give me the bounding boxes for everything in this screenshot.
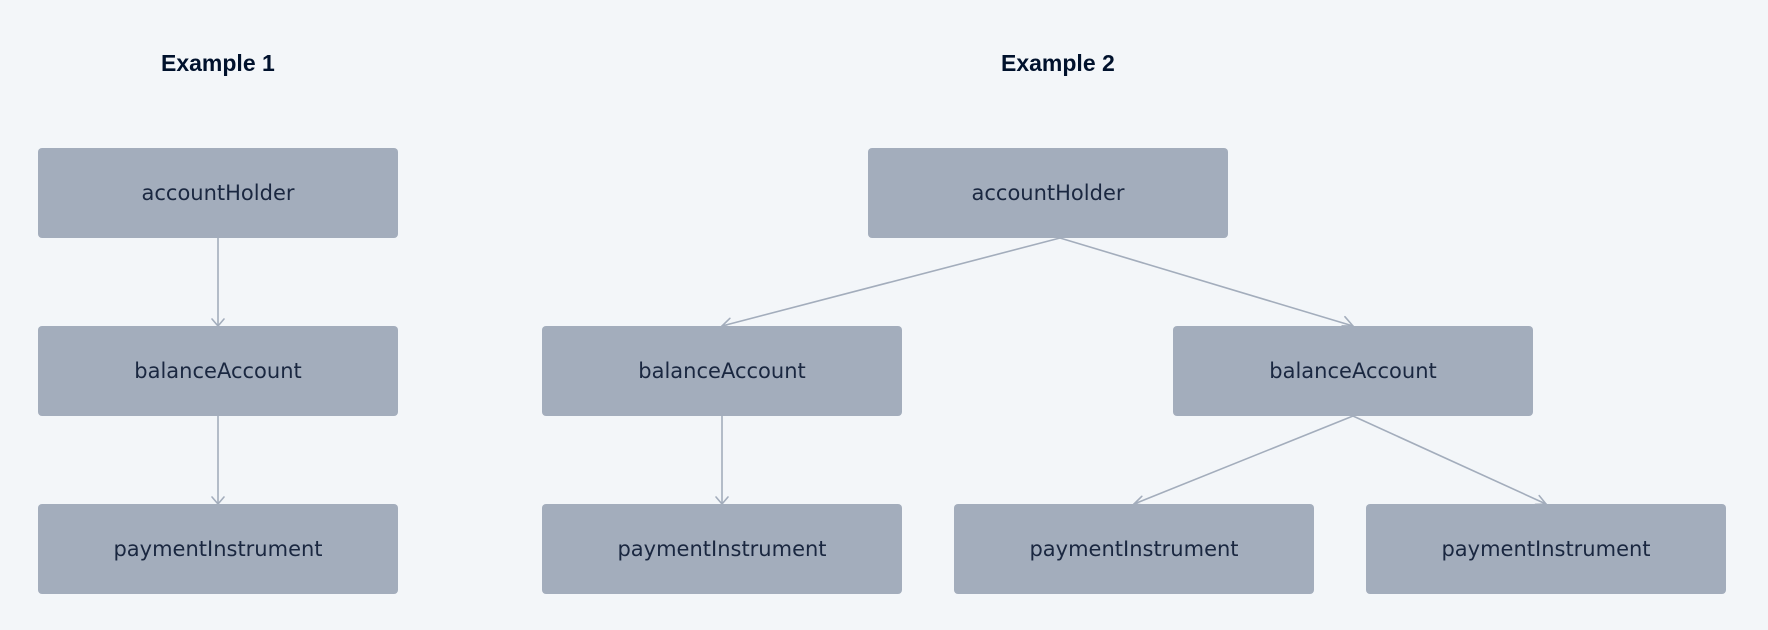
connector-e1-balance-to-payment: [211, 415, 225, 505]
e2-payment-instrument-middle-label: paymentInstrument: [1029, 537, 1239, 561]
e2-balance-account-left-node: balanceAccount: [542, 326, 902, 416]
connector-e1-holder-to-balance: [211, 237, 225, 327]
e2-payment-instrument-right-label: paymentInstrument: [1441, 537, 1651, 561]
e1-account-holder-node: accountHolder: [38, 148, 398, 238]
e2-payment-instrument-left-node: paymentInstrument: [542, 504, 902, 594]
e2-account-holder-label: accountHolder: [971, 181, 1125, 205]
connector-e2-holder-to-balance-right: [1059, 237, 1354, 327]
e2-balance-account-left-label: balanceAccount: [638, 359, 806, 383]
e2-account-holder-node: accountHolder: [868, 148, 1228, 238]
example-2-heading: Example 2: [1001, 50, 1115, 76]
e1-balance-account-node: balanceAccount: [38, 326, 398, 416]
connector-e2-holder-to-balance-left: [721, 237, 1061, 329]
connector-e2-balance-right-to-payment-right: [1352, 415, 1547, 506]
e1-balance-account-label: balanceAccount: [134, 359, 302, 383]
e2-payment-instrument-left-label: paymentInstrument: [617, 537, 827, 561]
e2-balance-account-right-label: balanceAccount: [1269, 359, 1437, 383]
connector-e2-balance-right-to-payment-middle: [1133, 415, 1354, 507]
e2-payment-instrument-middle-node: paymentInstrument: [954, 504, 1314, 594]
connector-e2-balance-left-to-payment: [715, 415, 729, 505]
e1-payment-instrument-label: paymentInstrument: [113, 537, 323, 561]
example-1-heading: Example 1: [161, 50, 275, 76]
e2-balance-account-right-node: balanceAccount: [1173, 326, 1533, 416]
e2-payment-instrument-right-node: paymentInstrument: [1366, 504, 1726, 594]
e1-payment-instrument-node: paymentInstrument: [38, 504, 398, 594]
e1-account-holder-label: accountHolder: [141, 181, 295, 205]
